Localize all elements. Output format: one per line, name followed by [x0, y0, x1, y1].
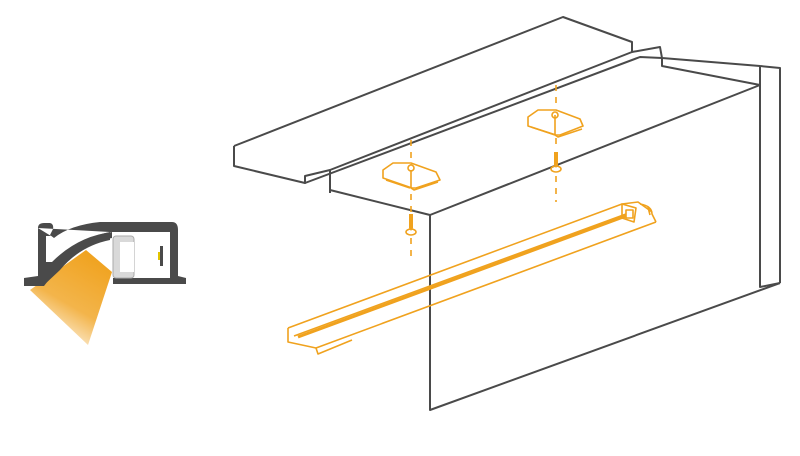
led-profile-bar [287, 201, 657, 355]
screw-icon [405, 214, 417, 236]
light-beam [30, 250, 112, 345]
cabinet-structure [233, 16, 781, 411]
led-chip [158, 252, 161, 260]
mounting-clip-icon [527, 109, 584, 138]
led-profile-cross-section-icon [24, 222, 186, 345]
mounting-clip-icon [382, 162, 441, 191]
profile-outline [24, 228, 112, 286]
screw-icon [550, 152, 562, 173]
